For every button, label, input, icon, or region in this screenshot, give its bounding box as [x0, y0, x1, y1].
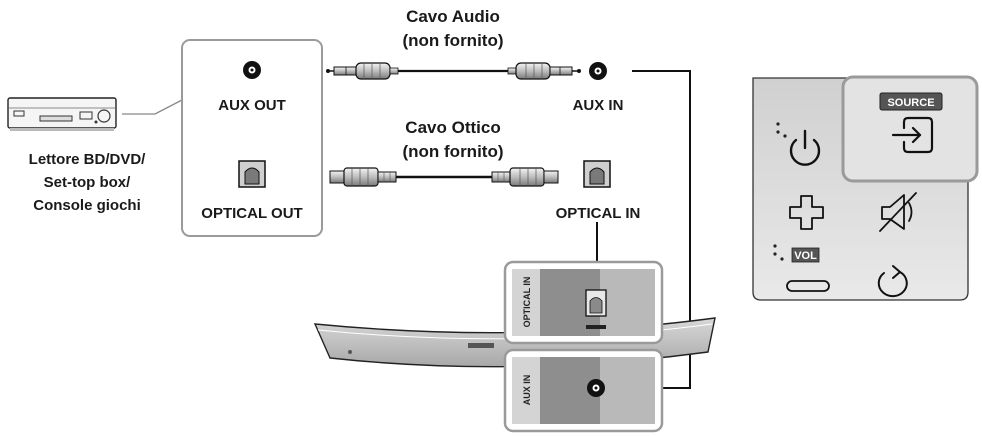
source-label: SOURCE: [887, 97, 934, 109]
device-name-line-1: Lettore BD/DVD/: [29, 151, 147, 168]
optical-in-port-text: OPTICAL IN: [522, 277, 532, 328]
optical-cable-title: Cavo Ottico: [405, 118, 500, 137]
volume-down-button[interactable]: [786, 280, 830, 292]
volume-up-button[interactable]: [789, 195, 824, 230]
aux-in-port-text: AUX IN: [522, 375, 532, 406]
optical-out-port-icon: [238, 160, 266, 188]
optical-in-label: OPTICAL IN: [556, 205, 641, 222]
mute-button[interactable]: [879, 192, 917, 232]
mute-icon: [879, 192, 917, 232]
optical-cable-subtitle: (non fornito): [402, 142, 503, 161]
optical-cable-icon: [329, 167, 559, 187]
device-pointer-line: [122, 99, 183, 115]
source-highlight: [841, 75, 979, 183]
audio-cable-title: Cavo Audio: [406, 7, 500, 26]
vol-indicator: VOL: [773, 244, 820, 263]
bd-dvd-player-icon: [7, 97, 117, 131]
device-name-line-3: Console giochi: [33, 197, 141, 214]
source-icon: [891, 116, 934, 154]
aux-out-jack-icon: [243, 61, 261, 79]
optical-in-port-icon: [583, 160, 611, 188]
device-name-line-2: Set-top box/: [44, 174, 131, 191]
aux-in-label: AUX IN: [573, 97, 624, 114]
repeat-button[interactable]: [877, 265, 908, 298]
aux-in-zoom-panel: AUX IN: [503, 348, 664, 433]
optical-out-label: OPTICAL OUT: [201, 205, 302, 222]
aux-in-jack-icon: [589, 62, 607, 80]
audio-cable-icon: [326, 62, 581, 80]
repeat-icon: [877, 265, 908, 298]
power-icon: [789, 129, 821, 166]
power-button[interactable]: [776, 122, 821, 166]
vol-label: VOL: [794, 250, 817, 262]
minus-icon: [786, 280, 830, 292]
source-output-panel: [181, 39, 323, 237]
source-button[interactable]: SOURCE: [879, 92, 943, 154]
plus-icon: [789, 195, 824, 230]
audio-cable-subtitle: (non fornito): [402, 31, 503, 50]
optical-in-zoom-panel: OPTICAL IN: [503, 260, 664, 345]
aux-out-label: AUX OUT: [218, 97, 286, 114]
